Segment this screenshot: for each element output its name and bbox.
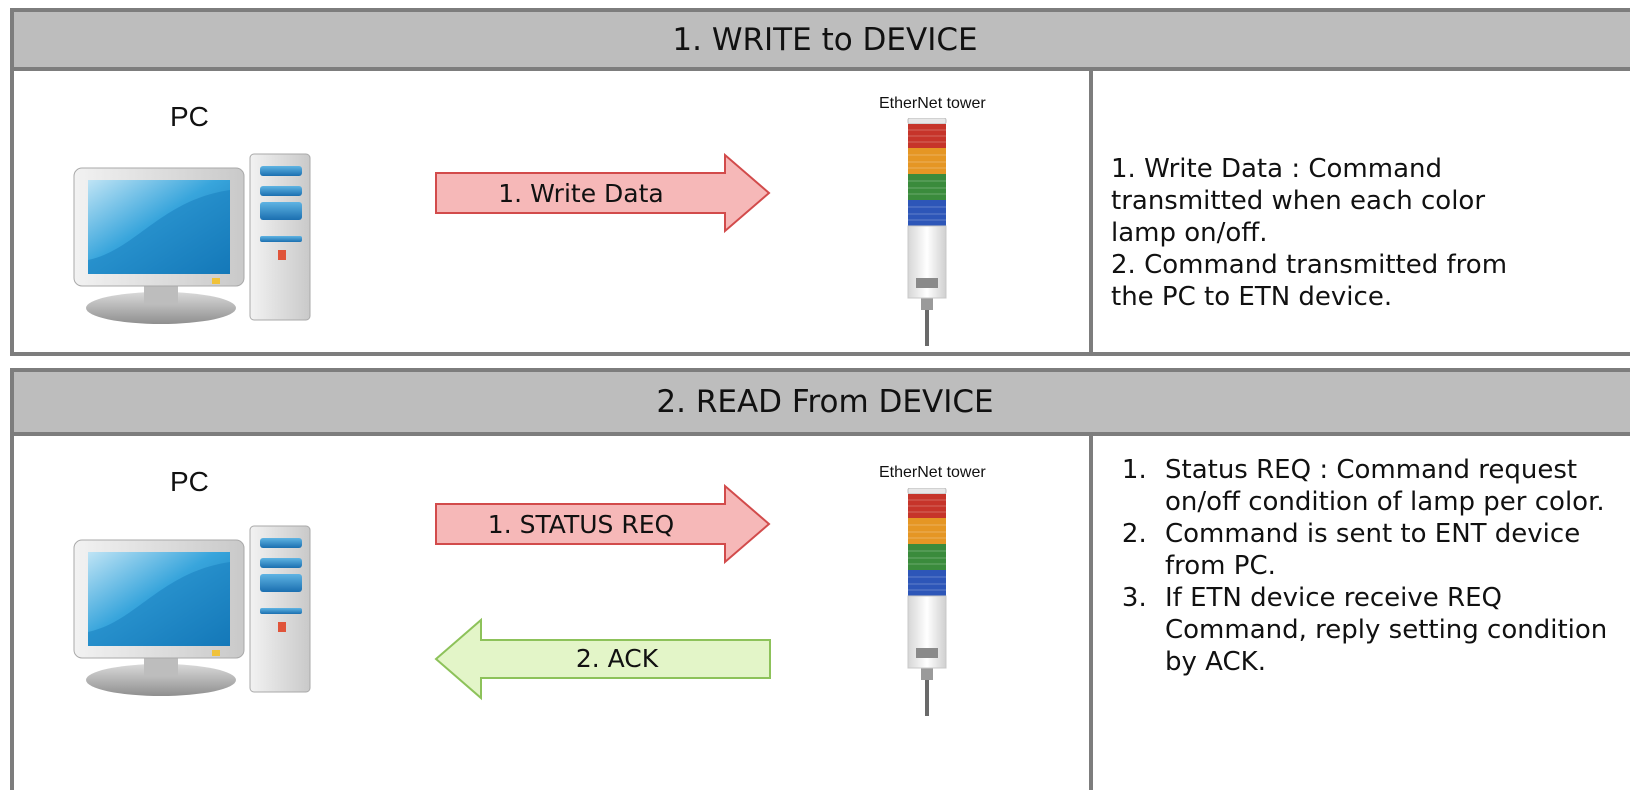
column-divider (1089, 436, 1093, 790)
read-step-item: Command is sent to ENT device from PC. (1155, 518, 1630, 582)
read-from-device-panel: 2. READ From DEVICE PC 1. STATUS REQ 2. … (10, 368, 1630, 790)
pc-computer-icon (73, 153, 311, 324)
ack-arrow-label: 2. ACK (575, 643, 659, 673)
write-to-device-panel: 1. WRITE to DEVICE PC 1. Write Data Ethe… (10, 8, 1630, 356)
status-req-arrow-label: 1. STATUS REQ (487, 509, 675, 539)
ethernet-tower-label: EtherNet tower (879, 95, 986, 112)
ethernet-tower-lamp-icon (907, 118, 947, 346)
ethernet-tower-label: EtherNet tower (879, 464, 986, 481)
status-req-arrow (435, 483, 771, 565)
write-description-text: 1. Write Data : Command transmitted when… (1111, 154, 1508, 312)
write-description: 1. Write Data : Command transmitted when… (1111, 153, 1551, 313)
write-data-arrow-label: 1. Write Data (498, 178, 664, 208)
pc-computer-icon (73, 525, 311, 696)
read-step-item: If ETN device receive REQ Command, reply… (1155, 582, 1630, 678)
read-steps-list: Status REQ : Command request on/off cond… (1111, 454, 1630, 678)
panel-title: 2. READ From DEVICE (14, 372, 1630, 436)
column-divider (1089, 71, 1093, 352)
ethernet-tower-lamp-icon (907, 488, 947, 716)
write-data-arrow (435, 152, 771, 234)
ack-arrow (434, 617, 771, 701)
pc-label: PC (170, 101, 209, 132)
read-step-item: Status REQ : Command request on/off cond… (1155, 454, 1630, 518)
read-description: Status REQ : Command request on/off cond… (1111, 454, 1630, 678)
panel-title: 1. WRITE to DEVICE (14, 12, 1630, 71)
pc-label: PC (170, 466, 209, 497)
